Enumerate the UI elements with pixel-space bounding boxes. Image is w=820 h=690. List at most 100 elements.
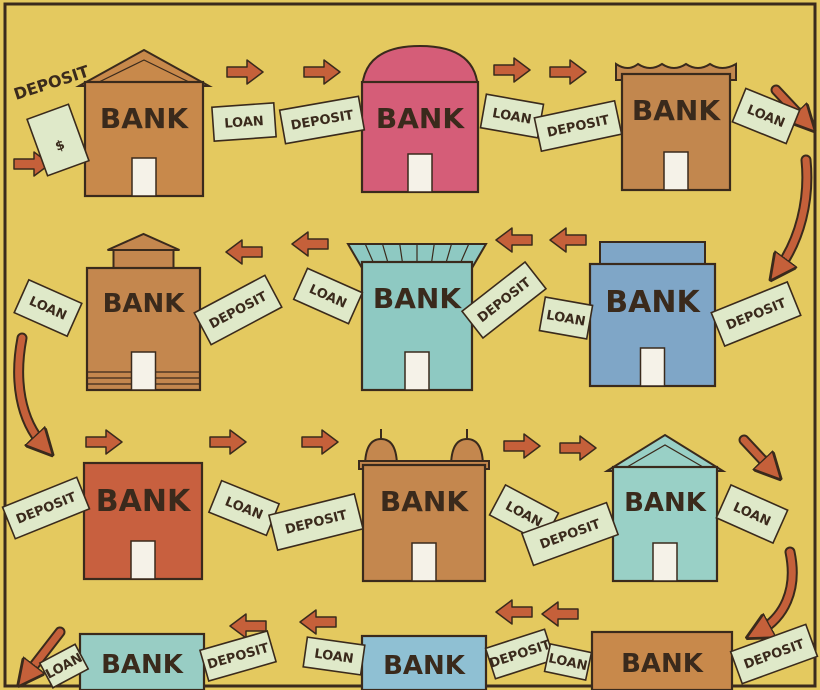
bank-building: BANK — [358, 429, 490, 583]
bank-label: BANK — [103, 289, 186, 319]
flow-arrow — [229, 613, 267, 639]
flow-arrow — [291, 231, 329, 257]
flow-arrow-shape — [303, 59, 341, 85]
bank-label: BANK — [100, 102, 189, 135]
slip-paper — [731, 87, 801, 145]
bank-wall — [360, 634, 488, 690]
flow-arrow-shape — [541, 601, 579, 627]
bank-door — [411, 542, 437, 582]
bank-label: BANK — [101, 650, 184, 680]
flow-arrow-shape — [495, 599, 533, 625]
slip-paper — [302, 636, 366, 676]
bank-label: BANK — [373, 282, 462, 315]
flow-arrow — [299, 609, 337, 635]
dollar-bill-paper — [26, 103, 90, 177]
flow-arrow-shape — [559, 435, 597, 461]
slip-paper — [193, 274, 283, 346]
bank-label: BANK — [96, 484, 192, 519]
money-slip: DEPOSIT — [533, 99, 623, 153]
slip-paper — [533, 99, 623, 153]
flow-arrow — [225, 239, 263, 265]
bank-layer: BANK BANK BANK BANK BANK BANK BANK BANK BANK BANK… — [75, 44, 737, 690]
flow-arrow — [301, 429, 339, 455]
slip-paper — [710, 280, 802, 348]
slip-paper — [1, 476, 91, 540]
money-slip: LOAN — [543, 642, 593, 682]
money-slip: LOAN — [538, 296, 594, 340]
bank-building: BANK — [360, 44, 480, 194]
slip-label: LOAN — [545, 308, 586, 330]
money-slip: DEPOSIT — [267, 492, 365, 552]
bank-building: BANK — [78, 632, 206, 690]
slip-paper — [211, 102, 277, 142]
turn-arrow — [740, 436, 772, 470]
turn-arrow — [778, 156, 811, 270]
money-slip: LOAN — [207, 479, 281, 537]
flow-arrow-shape — [229, 613, 267, 639]
money-slip: LOAN — [292, 267, 364, 325]
slip-paper — [715, 483, 789, 545]
bank-building: BANK — [346, 243, 488, 392]
slip-paper — [292, 267, 364, 325]
bank-door — [404, 351, 430, 391]
bank-label: BANK — [624, 488, 707, 518]
bank-roof — [107, 232, 180, 251]
flow-arrow-shape — [503, 433, 541, 459]
slip-paper — [13, 278, 83, 338]
flow-arrow — [226, 59, 264, 85]
money-slip: LOAN — [715, 483, 789, 545]
turn-arrow — [758, 548, 796, 632]
turn-arrow — [15, 334, 44, 446]
flow-arrow — [541, 601, 579, 627]
slip-paper — [729, 623, 819, 685]
bank-building: BANK — [603, 433, 727, 583]
bank-building: BANK — [590, 630, 734, 690]
bank-tower — [112, 249, 175, 269]
slip-label: LOAN — [313, 647, 354, 667]
flow-arrow — [549, 227, 587, 253]
bank-door — [130, 351, 157, 391]
flow-arrow — [85, 429, 123, 455]
flow-arrow — [303, 59, 341, 85]
flow-arrow — [493, 57, 531, 83]
money-slip: LOAN — [13, 278, 83, 338]
flow-arrow-shape — [495, 227, 533, 253]
money-slip: DEPOSIT — [278, 95, 366, 145]
flow-arrow-shape — [225, 239, 263, 265]
bank-label: BANK — [380, 485, 469, 518]
slip-paper — [267, 492, 365, 552]
flow-arrow — [495, 227, 533, 253]
slip-paper — [38, 643, 90, 689]
slip-paper — [543, 642, 593, 682]
flow-arrow — [495, 599, 533, 625]
bank-door — [407, 153, 433, 193]
bank-door — [652, 542, 678, 582]
bank-door — [131, 157, 157, 197]
bank-door — [663, 151, 689, 191]
money-slip: LOAN — [479, 93, 545, 139]
flow-arrow-shape — [291, 231, 329, 257]
flow-arrow — [503, 433, 541, 459]
bank-building: BANK — [75, 48, 213, 198]
bank-wall — [590, 630, 734, 690]
slip-paper — [520, 501, 620, 567]
flow-arrow-shape — [85, 429, 123, 455]
flow-arrow-shape — [549, 227, 587, 253]
bank-building: BANK — [615, 62, 737, 192]
bank-building: BANK — [588, 241, 717, 388]
flow-arrow-shape — [301, 429, 339, 455]
turn-arrow — [26, 628, 64, 676]
bank-door — [130, 540, 156, 580]
money-slip: LOAN — [731, 87, 801, 145]
flow-arrow-shape — [549, 59, 587, 85]
money-slip: LOAN — [302, 636, 366, 676]
flow-arrow-shape — [209, 429, 247, 455]
flow-arrow-shape — [226, 59, 264, 85]
bank-roof — [360, 44, 480, 93]
flow-arrow — [559, 435, 597, 461]
bank-label: BANK — [605, 285, 701, 320]
bank-wall — [78, 632, 206, 690]
bank-label: BANK — [632, 94, 721, 127]
